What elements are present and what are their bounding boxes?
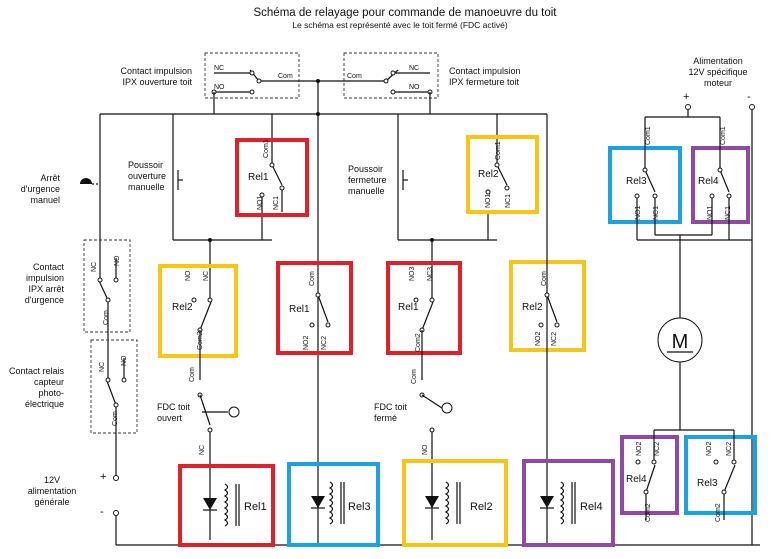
svg-text:NO1: NO1 xyxy=(635,206,642,221)
svg-text:Com2: Com2 xyxy=(645,503,652,522)
svg-text:NC: NC xyxy=(409,65,419,72)
svg-text:Rel4: Rel4 xyxy=(698,176,719,187)
svg-text:Com: Com xyxy=(189,367,196,382)
svg-text:NO1: NO1 xyxy=(485,194,492,209)
svg-text:Rel2: Rel2 xyxy=(172,302,193,313)
photo-box xyxy=(90,339,138,434)
motor-plus: + xyxy=(683,91,689,103)
estop-button xyxy=(80,114,101,245)
svg-text:Rel1: Rel1 xyxy=(398,302,419,313)
svg-text:Rel3: Rel3 xyxy=(348,501,371,513)
svg-text:NO1: NO1 xyxy=(707,206,714,221)
svg-text:NO: NO xyxy=(185,270,192,281)
svg-text:Rel1: Rel1 xyxy=(244,501,267,513)
svg-text:Rel3: Rel3 xyxy=(697,478,718,489)
svg-text:NC2: NC2 xyxy=(654,442,661,456)
ipx-close-contact: Com NC NO xyxy=(344,65,433,95)
coil-rel1: Rel1 xyxy=(178,464,275,547)
rel2-contact-top xyxy=(466,135,539,214)
svg-text:Rel4: Rel4 xyxy=(580,501,603,513)
svg-text:NC2: NC2 xyxy=(321,336,328,350)
svg-text:NC2: NC2 xyxy=(726,442,733,456)
svg-text:NO2: NO2 xyxy=(636,442,643,457)
coil-rel2: Rel2 xyxy=(402,459,508,547)
svg-text:Com: Com xyxy=(411,369,418,384)
ipx-close-box xyxy=(343,52,439,99)
svg-text:Rel2: Rel2 xyxy=(522,302,543,313)
rel2-contact-open xyxy=(158,264,238,358)
svg-text:NO: NO xyxy=(409,84,420,91)
svg-text:NO1: NO1 xyxy=(257,196,264,211)
svg-text:NO2: NO2 xyxy=(303,336,310,351)
svg-text:NC3: NC3 xyxy=(427,267,434,281)
rel3-contact-bottom xyxy=(684,435,757,515)
svg-text:NO: NO xyxy=(114,255,121,266)
svg-text:Rel2: Rel2 xyxy=(470,501,493,513)
coil-rel3: Rel3 xyxy=(287,462,380,547)
svg-text:NC: NC xyxy=(199,445,206,455)
svg-text:Rel1: Rel1 xyxy=(289,304,310,315)
svg-text:NC: NC xyxy=(91,262,98,272)
svg-text:NO: NO xyxy=(214,84,225,91)
svg-text:NO: NO xyxy=(422,444,429,455)
photo-contact: NC NO Com xyxy=(99,345,128,478)
diagram-title: Schéma de relayage pour commande de mano… xyxy=(253,7,557,19)
ipx-open-box xyxy=(204,52,300,99)
svg-text:NO2: NO2 xyxy=(535,332,542,347)
ipx-estop-contact: NC NO Com xyxy=(91,245,121,345)
push-open-button xyxy=(172,114,272,241)
svg-text:Rel4: Rel4 xyxy=(626,474,647,485)
fdc-open-switch: NC xyxy=(197,392,240,470)
svg-text:NO2: NO2 xyxy=(706,442,713,457)
motor-label: M xyxy=(672,331,689,353)
svg-text:Com1: Com1 xyxy=(645,126,652,145)
svg-text:Rel2: Rel2 xyxy=(478,169,499,180)
diagram-subtitle: Le schéma est représenté avec le toit fe… xyxy=(292,20,508,30)
rel1-contact-top xyxy=(235,138,309,217)
ipx-estop-box xyxy=(83,239,131,333)
motor-minus: - xyxy=(747,91,751,103)
svg-text:Rel3: Rel3 xyxy=(626,176,647,187)
svg-text:Com: Com xyxy=(309,271,316,286)
svg-text:NO3: NO3 xyxy=(409,267,416,282)
rel1-contact-mid xyxy=(276,261,353,355)
supply-plus: + xyxy=(100,471,106,483)
svg-text:Com1: Com1 xyxy=(263,139,270,158)
svg-text:Rel1: Rel1 xyxy=(248,172,269,183)
fdc-close-switch: NO xyxy=(419,392,453,470)
svg-text:Com: Com xyxy=(541,271,548,286)
svg-text:NC: NC xyxy=(214,65,224,72)
svg-text:Com2: Com2 xyxy=(415,333,422,352)
push-close-button xyxy=(397,114,497,241)
supply-minus: - xyxy=(100,506,104,518)
svg-text:Com: Com xyxy=(103,310,110,325)
svg-text:NC: NC xyxy=(203,271,210,281)
rel4-contact-bottom xyxy=(620,435,679,515)
svg-text:Com1: Com1 xyxy=(720,126,727,145)
svg-text:NC: NC xyxy=(99,362,106,372)
svg-text:NC1: NC1 xyxy=(273,196,280,210)
ipx-open-contact: NC NO Com xyxy=(211,65,300,95)
svg-text:Com: Com xyxy=(347,73,362,80)
svg-text:Com: Com xyxy=(278,73,293,80)
svg-text:NC2: NC2 xyxy=(551,332,558,346)
svg-text:Com2: Com2 xyxy=(715,503,722,522)
coil-rel4: Rel4 xyxy=(522,459,615,547)
svg-text:NC1: NC1 xyxy=(505,194,512,208)
svg-text:NC1: NC1 xyxy=(653,206,660,220)
svg-text:Com1: Com1 xyxy=(495,141,502,160)
rel1-contact-close xyxy=(386,261,462,355)
